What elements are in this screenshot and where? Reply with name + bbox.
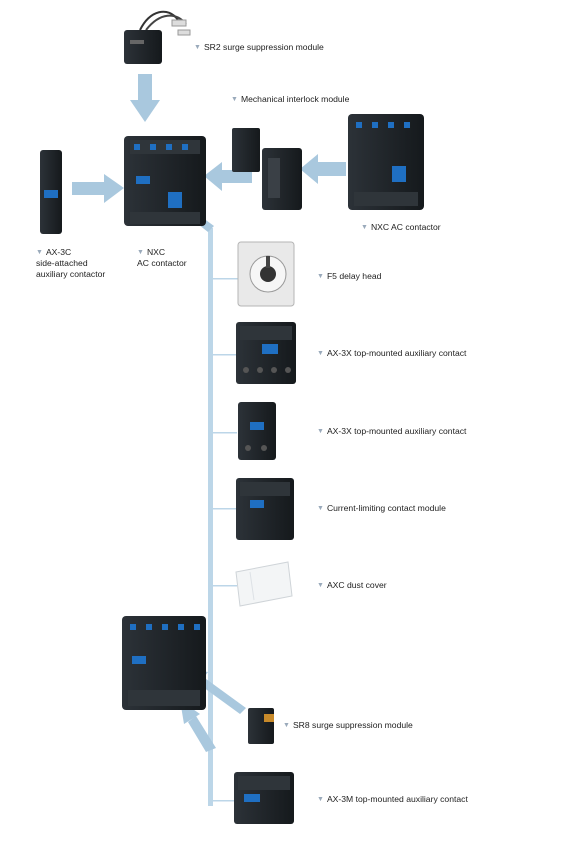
marker-icon: ▼ <box>317 428 324 435</box>
arrow-left-nxc <box>300 154 346 184</box>
marker-icon: ▼ <box>317 796 324 803</box>
label-sr2: ▼SR2 surge suppression module <box>194 42 324 52</box>
marker-icon: ▼ <box>194 44 201 51</box>
sr2-module-image <box>124 10 191 64</box>
f5-image <box>237 241 295 307</box>
label-nxc-right: ▼NXC AC contactor <box>361 222 441 232</box>
label-ax3x-b: ▼AX-3X top-mounted auxiliary contact <box>317 426 467 436</box>
nxc-right-image <box>348 114 424 210</box>
label-axc: ▼AXC dust cover <box>317 580 387 590</box>
marker-icon: ▼ <box>137 249 144 256</box>
marker-icon: ▼ <box>317 582 324 589</box>
marker-icon: ▼ <box>361 224 368 231</box>
label-ax3c: ▼AX-3C side-attached auxiliary contactor <box>36 247 106 279</box>
marker-icon: ▼ <box>283 722 290 729</box>
interlock-module-image <box>232 128 302 210</box>
marker-icon: ▼ <box>317 505 324 512</box>
climit-image <box>236 478 294 540</box>
axc-image <box>235 561 293 607</box>
ax3c-image <box>40 150 62 234</box>
label-f5: ▼F5 delay head <box>317 271 382 281</box>
arrow-right-ax3c <box>72 174 124 203</box>
ax3x-a-image <box>236 322 296 384</box>
nxc-main-image <box>124 136 206 226</box>
label-climit: ▼Current-limiting contact module <box>317 503 446 513</box>
nxc-bottom-image <box>122 616 206 710</box>
label-nxc-main: ▼NXC AC contactor <box>137 247 187 268</box>
label-ax3m: ▼AX-3M top-mounted auxiliary contact <box>317 794 468 804</box>
ax3m-image <box>234 772 294 824</box>
label-ax3x-a: ▼AX-3X top-mounted auxiliary contact <box>317 348 467 358</box>
label-interlock: ▼Mechanical interlock module <box>231 94 350 104</box>
label-sr8: ▼SR8 surge suppression module <box>283 720 413 730</box>
ax3x-b-image <box>238 402 276 460</box>
arrow-left-interlock <box>204 162 252 191</box>
sr8-image <box>248 708 274 744</box>
marker-icon: ▼ <box>317 273 324 280</box>
marker-icon: ▼ <box>231 96 238 103</box>
marker-icon: ▼ <box>317 350 324 357</box>
connector-lines <box>208 228 239 806</box>
arrow-down-sr2 <box>130 74 160 122</box>
marker-icon: ▼ <box>36 249 43 256</box>
